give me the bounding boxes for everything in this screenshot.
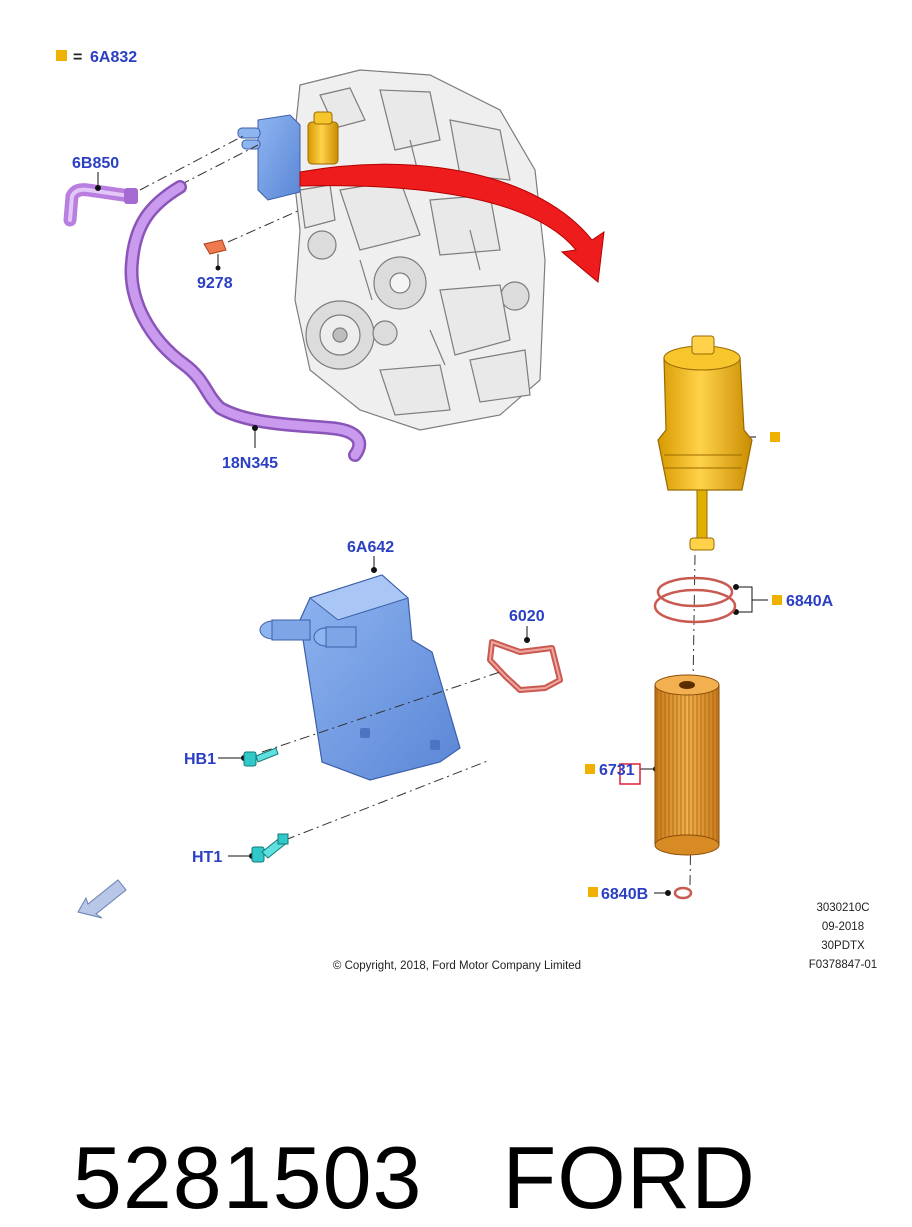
legend-code: 6A832 [90,49,137,66]
view-direction-arrow-icon [77,879,127,919]
label-6840a: 6840A [786,593,834,610]
seal-marker-icon [588,887,598,897]
filter-element [619,674,720,856]
gasket [487,639,563,693]
brand-name: FORD [502,1128,756,1227]
hose-connector [63,183,138,227]
bolt-ht1 [251,833,289,863]
markers [585,432,782,897]
relocation-arrow [299,163,605,283]
o-rings [653,576,737,624]
label-6b850: 6B850 [72,155,119,172]
legend: = 6A832 [56,49,137,66]
o-ring-bracket [733,584,768,615]
info-block: 3030210C 09-2018 30PDTX F0378847-01 [809,902,877,971]
small-seal [673,886,693,900]
label-9278: 9278 [197,275,233,292]
label-ht1: HT1 [192,849,222,866]
legend-equals: = [73,49,82,66]
sensor [203,239,227,271]
info-line-2: 09-2018 [822,921,864,933]
assembly-lines-top [139,134,301,243]
label-6020: 6020 [509,608,545,625]
mounted-filter-cap [307,111,339,165]
info-line-3: 30PDTX [821,940,865,952]
element-marker-icon [585,764,595,774]
coolant-hose [124,180,367,462]
engine-block [291,69,546,431]
bolt-hb1 [243,747,279,767]
label-6840b: 6840B [601,886,648,903]
cap-marker-icon [770,432,780,442]
label-6731: 6731 [599,762,635,779]
label-hb1: HB1 [184,751,216,768]
oil-cooler [259,574,461,781]
label-6a642: 6A642 [347,539,394,556]
legend-marker-icon [56,50,67,61]
filter-cap [657,335,753,551]
o-ring-marker-icon [772,595,782,605]
mounted-oil-cooler [237,114,301,201]
exploded-parts-diagram: = 6A832 [56,49,877,972]
highlight-box [619,763,641,785]
info-line-4: F0378847-01 [809,959,877,971]
info-line-1: 3030210C [816,902,869,914]
part-number: 5281503 [72,1128,423,1227]
label-18n345: 18N345 [222,455,278,472]
copyright: © Copyright, 2018, Ford Motor Company Li… [333,960,581,972]
